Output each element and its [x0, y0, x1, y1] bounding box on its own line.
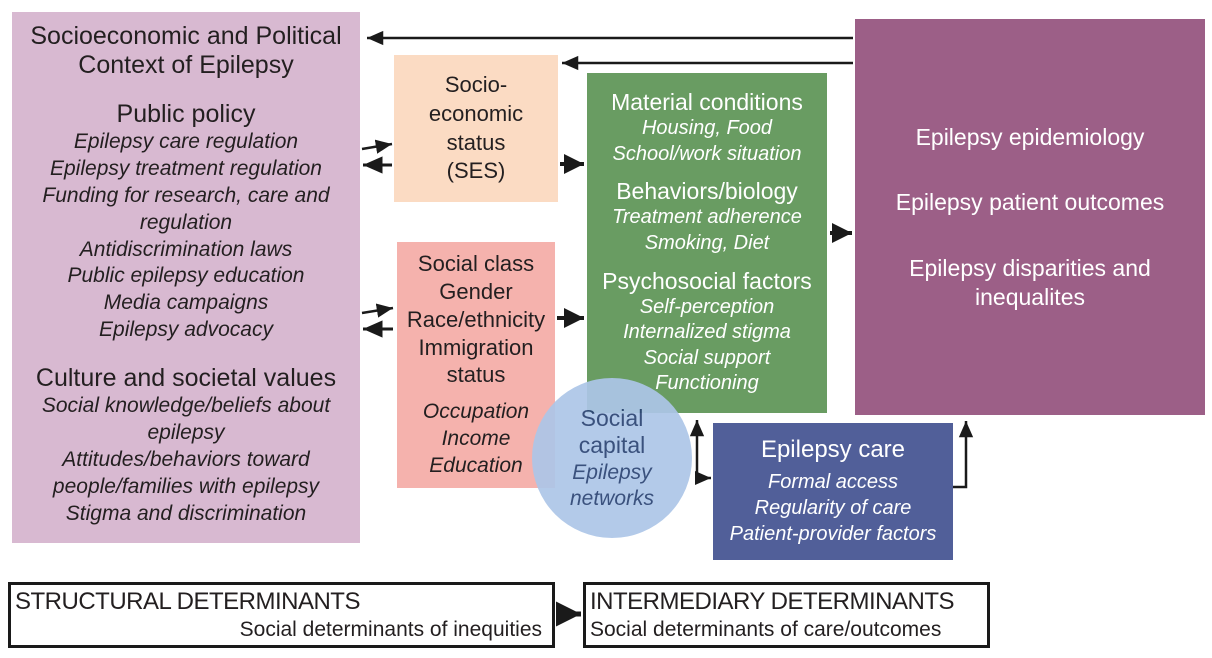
social-capital-circle: Social capital Epilepsy networks: [532, 378, 692, 538]
public-policy-heading: Public policy: [116, 100, 256, 128]
policy-item: Funding for research, care and regulatio…: [42, 183, 330, 234]
care-item: Patient-provider factors: [729, 523, 937, 546]
policy-item: Epilepsy treatment regulation: [50, 156, 322, 180]
context-box: Socioeconomic and Political Context of E…: [12, 12, 360, 543]
policy-item: Media campaigns: [103, 291, 269, 315]
structural-determinants-label: STRUCTURAL DETERMINANTS Social determina…: [8, 582, 555, 648]
section-heading: Behaviors/biology: [616, 178, 798, 205]
outcome-item: Epilepsy patient outcomes: [895, 189, 1165, 216]
policy-item: Antidiscrimination laws: [79, 237, 293, 261]
social-class-box: Social class Gender Race/ethnicity Immig…: [397, 242, 555, 488]
culture-item: Stigma and discrimination: [65, 501, 307, 525]
policy-item: Epilepsy care regulation: [73, 130, 299, 153]
section-item: Smoking, Diet: [644, 231, 770, 254]
care-heading: Epilepsy care: [760, 435, 906, 463]
ses-line: Socio-: [444, 72, 508, 98]
care-item: Formal access: [767, 471, 899, 494]
culture-heading: Culture and societal values: [35, 364, 337, 392]
material-conditions-box: Material conditions Housing, Food School…: [587, 73, 827, 413]
policy-item: Epilepsy advocacy: [99, 318, 273, 342]
class-item: Occupation: [422, 399, 530, 423]
class-line: Social class: [417, 251, 535, 277]
class-line: Immigration status: [418, 334, 534, 388]
structural-subtitle: Social determinants of inequities: [239, 617, 542, 641]
epilepsy-care-box: Epilepsy care Formal access Regularity o…: [713, 423, 953, 560]
care-item: Regularity of care: [754, 497, 912, 520]
arrow-context-to-ses: [361, 139, 393, 154]
spacer: [397, 389, 555, 399]
intermediary-title: INTERMEDIARY DETERMINANTS: [590, 588, 955, 615]
class-item: Income: [441, 426, 511, 450]
psychosocial-section: Psychosocial factors Self-perception Int…: [587, 268, 827, 398]
outcome-item: Epilepsy disparities and inequalites: [909, 255, 1151, 310]
capital-line: Social: [580, 404, 644, 431]
structural-title: STRUCTURAL DETERMINANTS: [15, 588, 360, 615]
intermediary-subtitle: Social determinants of care/outcomes: [590, 617, 942, 641]
intermediary-determinants-label: INTERMEDIARY DETERMINANTS Social determi…: [583, 582, 990, 648]
section-heading: Psychosocial factors: [602, 267, 812, 294]
arrow-care-to-outcomes: [953, 421, 974, 489]
section-item: School/work situation: [612, 142, 802, 165]
class-line: Race/ethnicity: [406, 306, 546, 332]
ses-line: economic: [428, 100, 524, 126]
ses-line: status: [446, 129, 506, 155]
section-item: Internalized stigma: [623, 321, 791, 344]
culture-item: Social knowledge/beliefs about epilepsy: [41, 394, 331, 444]
capital-line: networks: [569, 486, 655, 510]
material-section: Material conditions Housing, Food School…: [587, 89, 827, 167]
section-item: Housing, Food: [641, 117, 773, 140]
outcomes-box: Epilepsy epidemiology Epilepsy patient o…: [855, 19, 1205, 415]
outcome-item: Epilepsy epidemiology: [915, 123, 1145, 150]
culture-item: Attitudes/behaviors toward people/famili…: [52, 447, 320, 498]
capital-line: capital: [578, 432, 646, 459]
section-item: Self-perception: [639, 295, 775, 318]
section-item: Functioning: [655, 372, 759, 395]
class-line: Gender: [439, 279, 513, 305]
class-item: Education: [429, 453, 523, 477]
policy-item: Public epilepsy education: [67, 264, 305, 288]
capital-line: Epilepsy: [572, 460, 652, 484]
section-heading: Material conditions: [611, 88, 803, 115]
section-item: Social support: [643, 346, 771, 369]
ses-box: Socio- economic status (SES): [394, 55, 558, 202]
arrow-context-to-class: [361, 303, 394, 318]
ses-line: (SES): [446, 158, 506, 184]
section-item: Treatment adherence: [612, 206, 802, 229]
context-box-title: Socioeconomic and Political Context of E…: [30, 22, 342, 79]
behaviors-section: Behaviors/biology Treatment adherence Sm…: [587, 178, 827, 256]
